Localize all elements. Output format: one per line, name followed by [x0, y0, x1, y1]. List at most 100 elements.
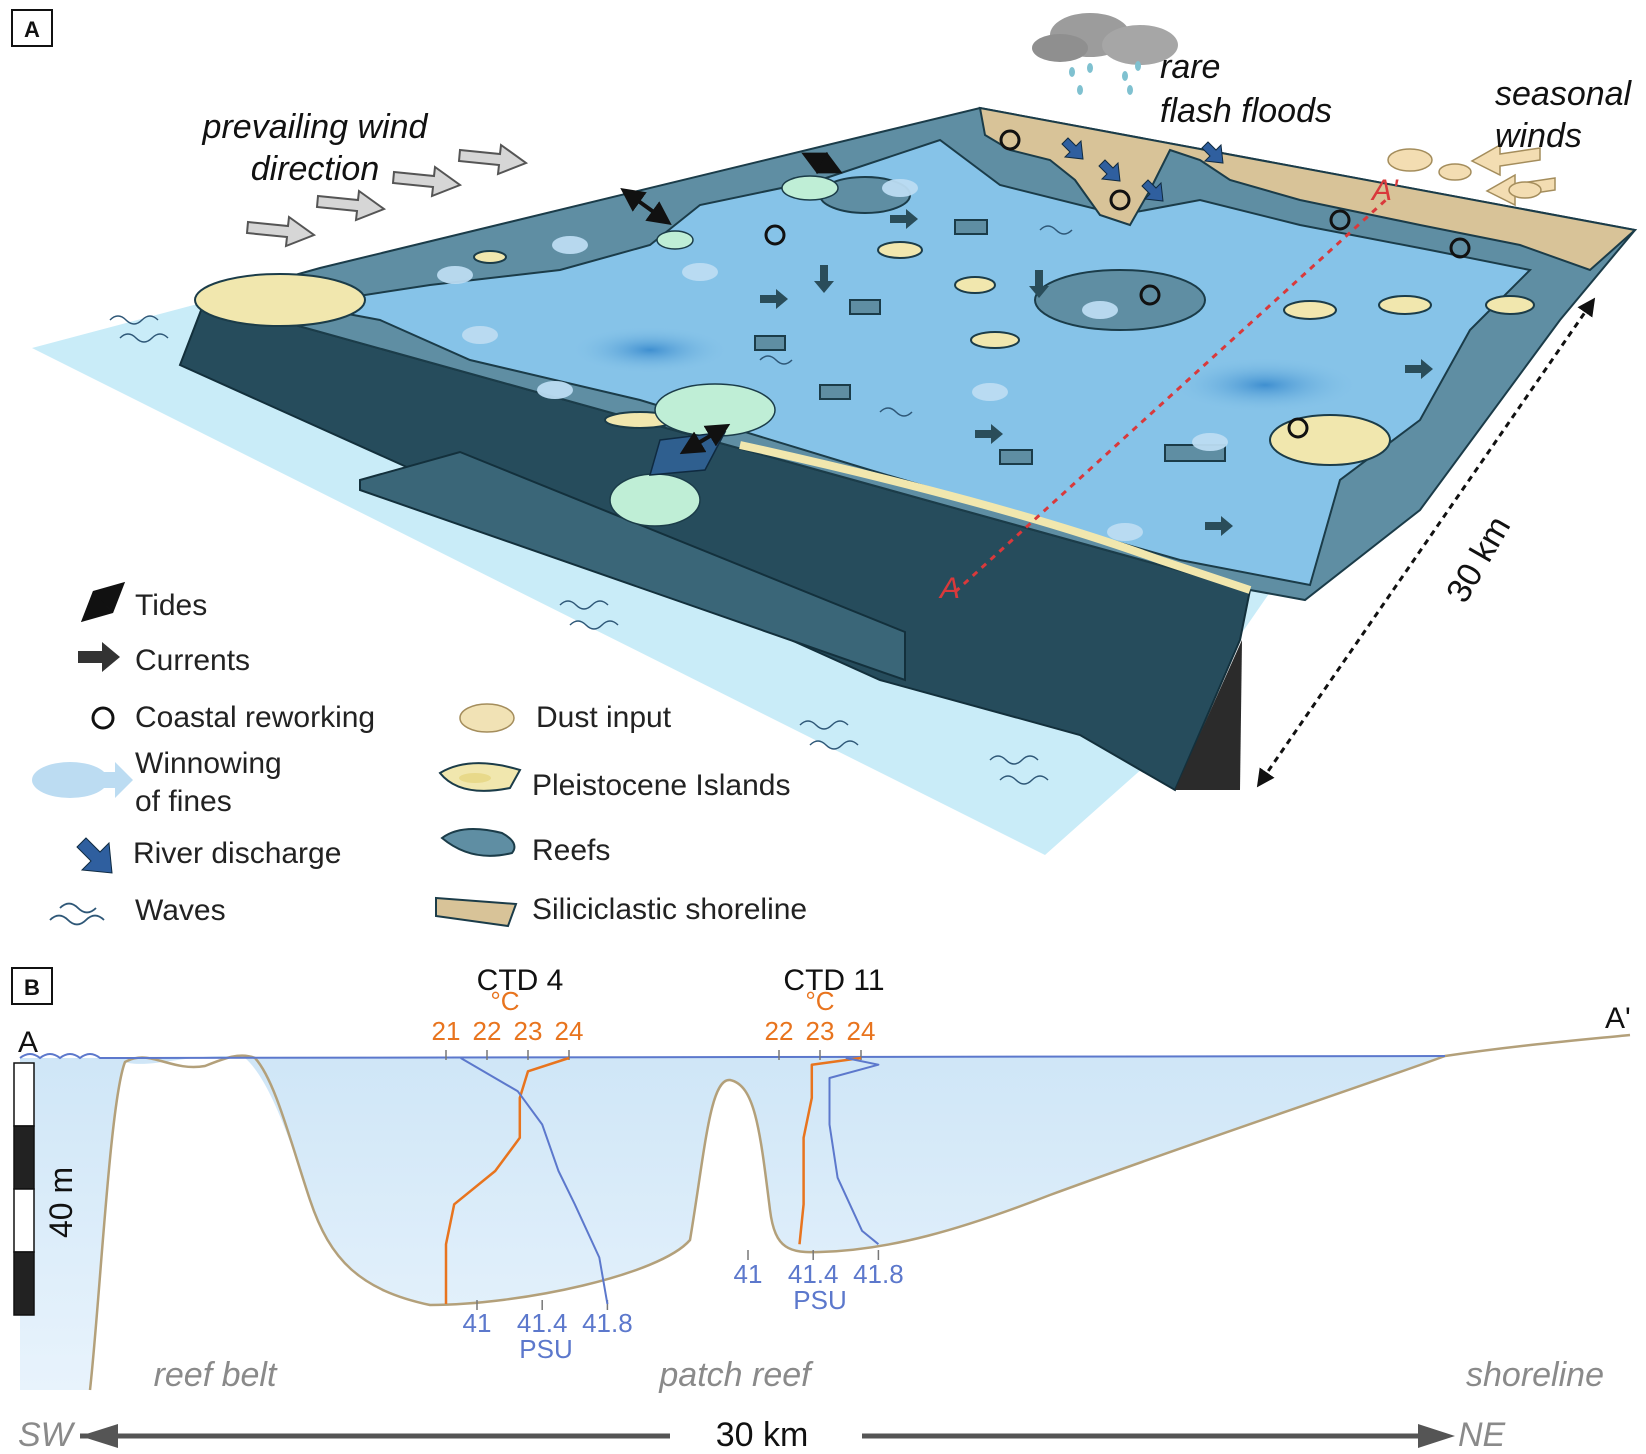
ctd4-temp-tick-label: 22 [473, 1016, 502, 1046]
panel-a-label: A [24, 17, 40, 42]
current-arrows [760, 209, 1433, 536]
rain-cloud-icon [1032, 13, 1178, 95]
legend-item-siliciclastic-shoreline: Siliciclastic shoreline [435, 893, 807, 928]
island [1283, 300, 1337, 320]
siliciclastic-shoreline [978, 106, 1638, 272]
direction-arrow [80, 1424, 1455, 1448]
ctd11-temp-tick-label: 24 [847, 1016, 876, 1046]
submerged-terrace [359, 450, 906, 682]
wave [1039, 225, 1073, 235]
reworking-icon [1139, 284, 1161, 306]
ctd4-temp-tick-label: 24 [555, 1016, 584, 1046]
ctd4-temp-tick-label: 21 [432, 1016, 461, 1046]
ctd11-psu-tick-label: 41.4 [788, 1259, 839, 1289]
wave [569, 620, 619, 630]
panel-b-label: B [24, 975, 40, 1000]
delta [609, 473, 701, 527]
wave [879, 407, 913, 417]
wave [989, 755, 1039, 765]
legend-label-reefs: Reefs [532, 834, 610, 867]
delta [656, 230, 694, 250]
legend-item-currents: Currents [78, 642, 250, 677]
dust-input-icon [459, 703, 515, 733]
direction-left: SW [18, 1416, 76, 1454]
winnowing-clouds [437, 179, 1228, 541]
ctd11-temperature-curve [798, 1056, 862, 1245]
ctd4-psu-tick-label: 41 [463, 1308, 492, 1338]
ctd4-temp-unit: °C [490, 986, 519, 1016]
reworking-icon [1449, 237, 1471, 259]
legend-item-winnowing: Winnowing of fines [32, 747, 282, 818]
reef [849, 299, 881, 315]
dust-cloud [1438, 163, 1472, 181]
tide-arrows [620, 151, 843, 455]
legend-label-dust-input: Dust input [536, 701, 672, 734]
ctd11-psu-unit: PSU [793, 1285, 846, 1315]
wind-arrows [245, 143, 529, 248]
tide-arrow [801, 151, 843, 175]
panel-a-frame [11, 9, 53, 47]
legend-item-reefs: Reefs [440, 828, 610, 867]
panel-a: A [11, 9, 1638, 928]
current-arrow [814, 265, 834, 293]
zone-label-reef-belt: reef belt [154, 1356, 278, 1394]
winnowing-cloud [552, 236, 588, 254]
delta [654, 383, 776, 437]
winnowing-cloud [462, 326, 498, 344]
island [194, 273, 366, 327]
water-surface [19, 1053, 1446, 1060]
section-end-label: A' [1370, 174, 1399, 207]
depth-scale-label: 40 m [43, 1167, 79, 1238]
tide-arrow [679, 423, 731, 455]
reef [999, 449, 1033, 465]
ctd4-temperature-curve [444, 1056, 570, 1304]
legend-label-pleistocene-islands: Pleistocene Islands [532, 769, 791, 802]
siliciclastic-shoreline-icon [435, 896, 518, 928]
wind-arrow [457, 143, 529, 176]
island [970, 331, 1020, 349]
wind-arrow [245, 215, 317, 248]
depth-scale-bar [13, 1062, 35, 1316]
ctd4-psu-tick-label: 41.8 [582, 1308, 633, 1338]
river-discharge-arrows [1061, 137, 1224, 202]
legend-label-waves: Waves [135, 894, 226, 927]
currents-icon [78, 642, 120, 672]
legend-item-coastal-reworking: Coastal reworking [91, 701, 375, 734]
ctd4-title: CTD 4 [477, 964, 564, 997]
current-arrow [1205, 516, 1233, 536]
winnowing-cloud [1082, 301, 1118, 319]
river-discharge-icon [76, 837, 113, 874]
river-arrow [1141, 179, 1164, 202]
reef [954, 219, 988, 235]
winnowing-cloud [682, 263, 718, 281]
winnowing-cloud [1192, 433, 1228, 451]
ctd4-salinity-curve [460, 1057, 609, 1305]
deep-spot-east [1170, 357, 1360, 413]
island [877, 241, 923, 259]
zone-label-patch-reef: patch reef [658, 1356, 814, 1394]
direction-right: NE [1458, 1416, 1506, 1454]
platform-corner [1175, 640, 1242, 790]
wind-arrow [315, 189, 387, 222]
reworking-icon [1109, 189, 1131, 211]
island [954, 276, 996, 294]
current-arrow [1029, 270, 1049, 298]
section-start-label: A [938, 572, 960, 605]
current-arrow [975, 424, 1003, 444]
wave [999, 775, 1049, 785]
island [1269, 414, 1391, 466]
wind-arrow [391, 165, 463, 198]
winnowing-icon [32, 762, 133, 798]
deep-spot-west [570, 326, 730, 374]
panel-b-frame [11, 967, 53, 1005]
river-arrow [1098, 159, 1121, 182]
legend-label-river-discharge: River discharge [133, 837, 341, 870]
island [1485, 295, 1535, 315]
legend-item-tides: Tides [80, 581, 207, 623]
platform-front-face [178, 298, 1252, 792]
delta [781, 175, 839, 201]
legend-label-siliciclastic-shoreline: Siliciclastic shoreline [532, 893, 807, 926]
winnowing-cloud [1107, 523, 1143, 541]
wave [809, 740, 859, 750]
